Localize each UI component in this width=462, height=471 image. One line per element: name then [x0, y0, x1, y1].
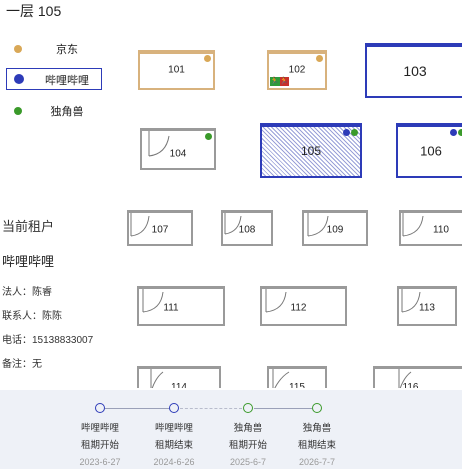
- room-106[interactable]: 106: [396, 123, 462, 178]
- room-number: 102: [288, 64, 306, 76]
- timeline-segment: [180, 408, 242, 409]
- timeline-event: 独角兽 租期开始 2025-6-7: [228, 423, 267, 467]
- room-113[interactable]: 113: [397, 286, 457, 326]
- floor-plan: 101 102 🏃 🏃 103 104 105 106: [115, 28, 462, 388]
- room-108[interactable]: 108: [221, 210, 273, 246]
- room-104[interactable]: 104: [140, 128, 216, 170]
- room-number: 103: [403, 62, 427, 79]
- legend-label: 独角兽: [50, 106, 84, 118]
- door-icon: [307, 213, 329, 237]
- room-number: 110: [433, 224, 449, 236]
- tenant-marker-icon: [351, 129, 358, 136]
- room-number: 112: [290, 302, 307, 314]
- tenant-phone: 电话：15138833007: [2, 335, 94, 346]
- current-tenant-heading: 当前租户: [2, 219, 55, 234]
- door-icon: [398, 369, 412, 388]
- room-109[interactable]: 109: [302, 210, 368, 246]
- door-icon: [272, 369, 290, 388]
- room-number: 111: [163, 302, 179, 314]
- room-number: 105: [300, 143, 322, 158]
- tenant-note: 备注：无: [2, 359, 42, 370]
- timeline-event: 独角兽 租期结束 2026-7-7: [297, 423, 336, 467]
- room-116[interactable]: 116: [373, 366, 462, 388]
- tenant-contact: 联系人：陈陈: [2, 311, 62, 322]
- timeline-node-icon[interactable]: [95, 403, 105, 413]
- room-105[interactable]: 105: [260, 123, 362, 178]
- legend-dot-icon: [14, 74, 24, 84]
- legend-dot-icon: [14, 45, 22, 53]
- door-icon: [402, 213, 424, 237]
- legend-item-jd[interactable]: 京东: [6, 38, 102, 60]
- timeline-event: 哔哩哔哩 租期开始 2023-6-27: [79, 423, 121, 467]
- tenant-name: 哔哩哔哩: [2, 254, 55, 269]
- room-107[interactable]: 107: [127, 210, 193, 246]
- timeline-node-icon[interactable]: [243, 403, 253, 413]
- door-icon: [142, 289, 164, 313]
- door-icon: [401, 289, 421, 313]
- room-112[interactable]: 112: [260, 286, 347, 326]
- floor-title: 一层 105: [6, 3, 62, 19]
- room-number: 109: [326, 224, 344, 236]
- timeline-node-icon[interactable]: [312, 403, 322, 413]
- legend-label: 哔哩哔哩: [45, 75, 89, 87]
- tenant-marker-icon: [450, 129, 457, 136]
- room-number: 104: [169, 148, 187, 160]
- timeline-node-icon[interactable]: [169, 403, 179, 413]
- timeline-segment: [105, 408, 169, 409]
- room-number: 107: [151, 224, 169, 236]
- tenant-marker-icon: [205, 133, 212, 140]
- room-115[interactable]: 115: [267, 366, 327, 388]
- tenant-legal-person: 法人：陈睿: [2, 287, 52, 298]
- emergency-exit-icon: 🏃 🏃: [270, 77, 289, 86]
- tenant-marker-icon: [316, 55, 323, 62]
- door-icon: [265, 289, 287, 313]
- room-111[interactable]: 111: [137, 286, 225, 326]
- room-114[interactable]: 114: [137, 366, 221, 388]
- room-number: 106: [420, 143, 442, 158]
- room-number: 101: [168, 64, 185, 76]
- door-icon: [150, 369, 164, 388]
- room-103[interactable]: 103: [365, 43, 462, 98]
- room-number: 114: [171, 382, 187, 388]
- lease-timeline: 哔哩哔哩 租期开始 2023-6-27 哔哩哔哩 租期结束 2024-6-26 …: [0, 390, 462, 469]
- door-icon: [148, 131, 170, 157]
- timeline-segment: [254, 408, 312, 409]
- door-icon: [130, 213, 150, 237]
- legend-label: 京东: [56, 44, 78, 56]
- legend-item-bilibili[interactable]: 哔哩哔哩: [6, 68, 102, 90]
- tenant-marker-icon: [204, 55, 211, 62]
- tenant-marker-icon: [458, 129, 462, 136]
- room-number: 108: [238, 224, 256, 236]
- room-number: 115: [289, 382, 305, 388]
- door-icon: [224, 213, 242, 235]
- room-102[interactable]: 102 🏃 🏃: [267, 50, 327, 90]
- room-110[interactable]: 110: [399, 210, 462, 246]
- legend-item-unicorn[interactable]: 独角兽: [6, 100, 102, 122]
- room-number: 116: [402, 382, 419, 388]
- room-number: 113: [419, 302, 435, 314]
- timeline-event: 哔哩哔哩 租期结束 2024-6-26: [153, 423, 195, 467]
- legend-dot-icon: [14, 107, 22, 115]
- tenant-marker-icon: [343, 129, 350, 136]
- room-101[interactable]: 101: [138, 50, 215, 90]
